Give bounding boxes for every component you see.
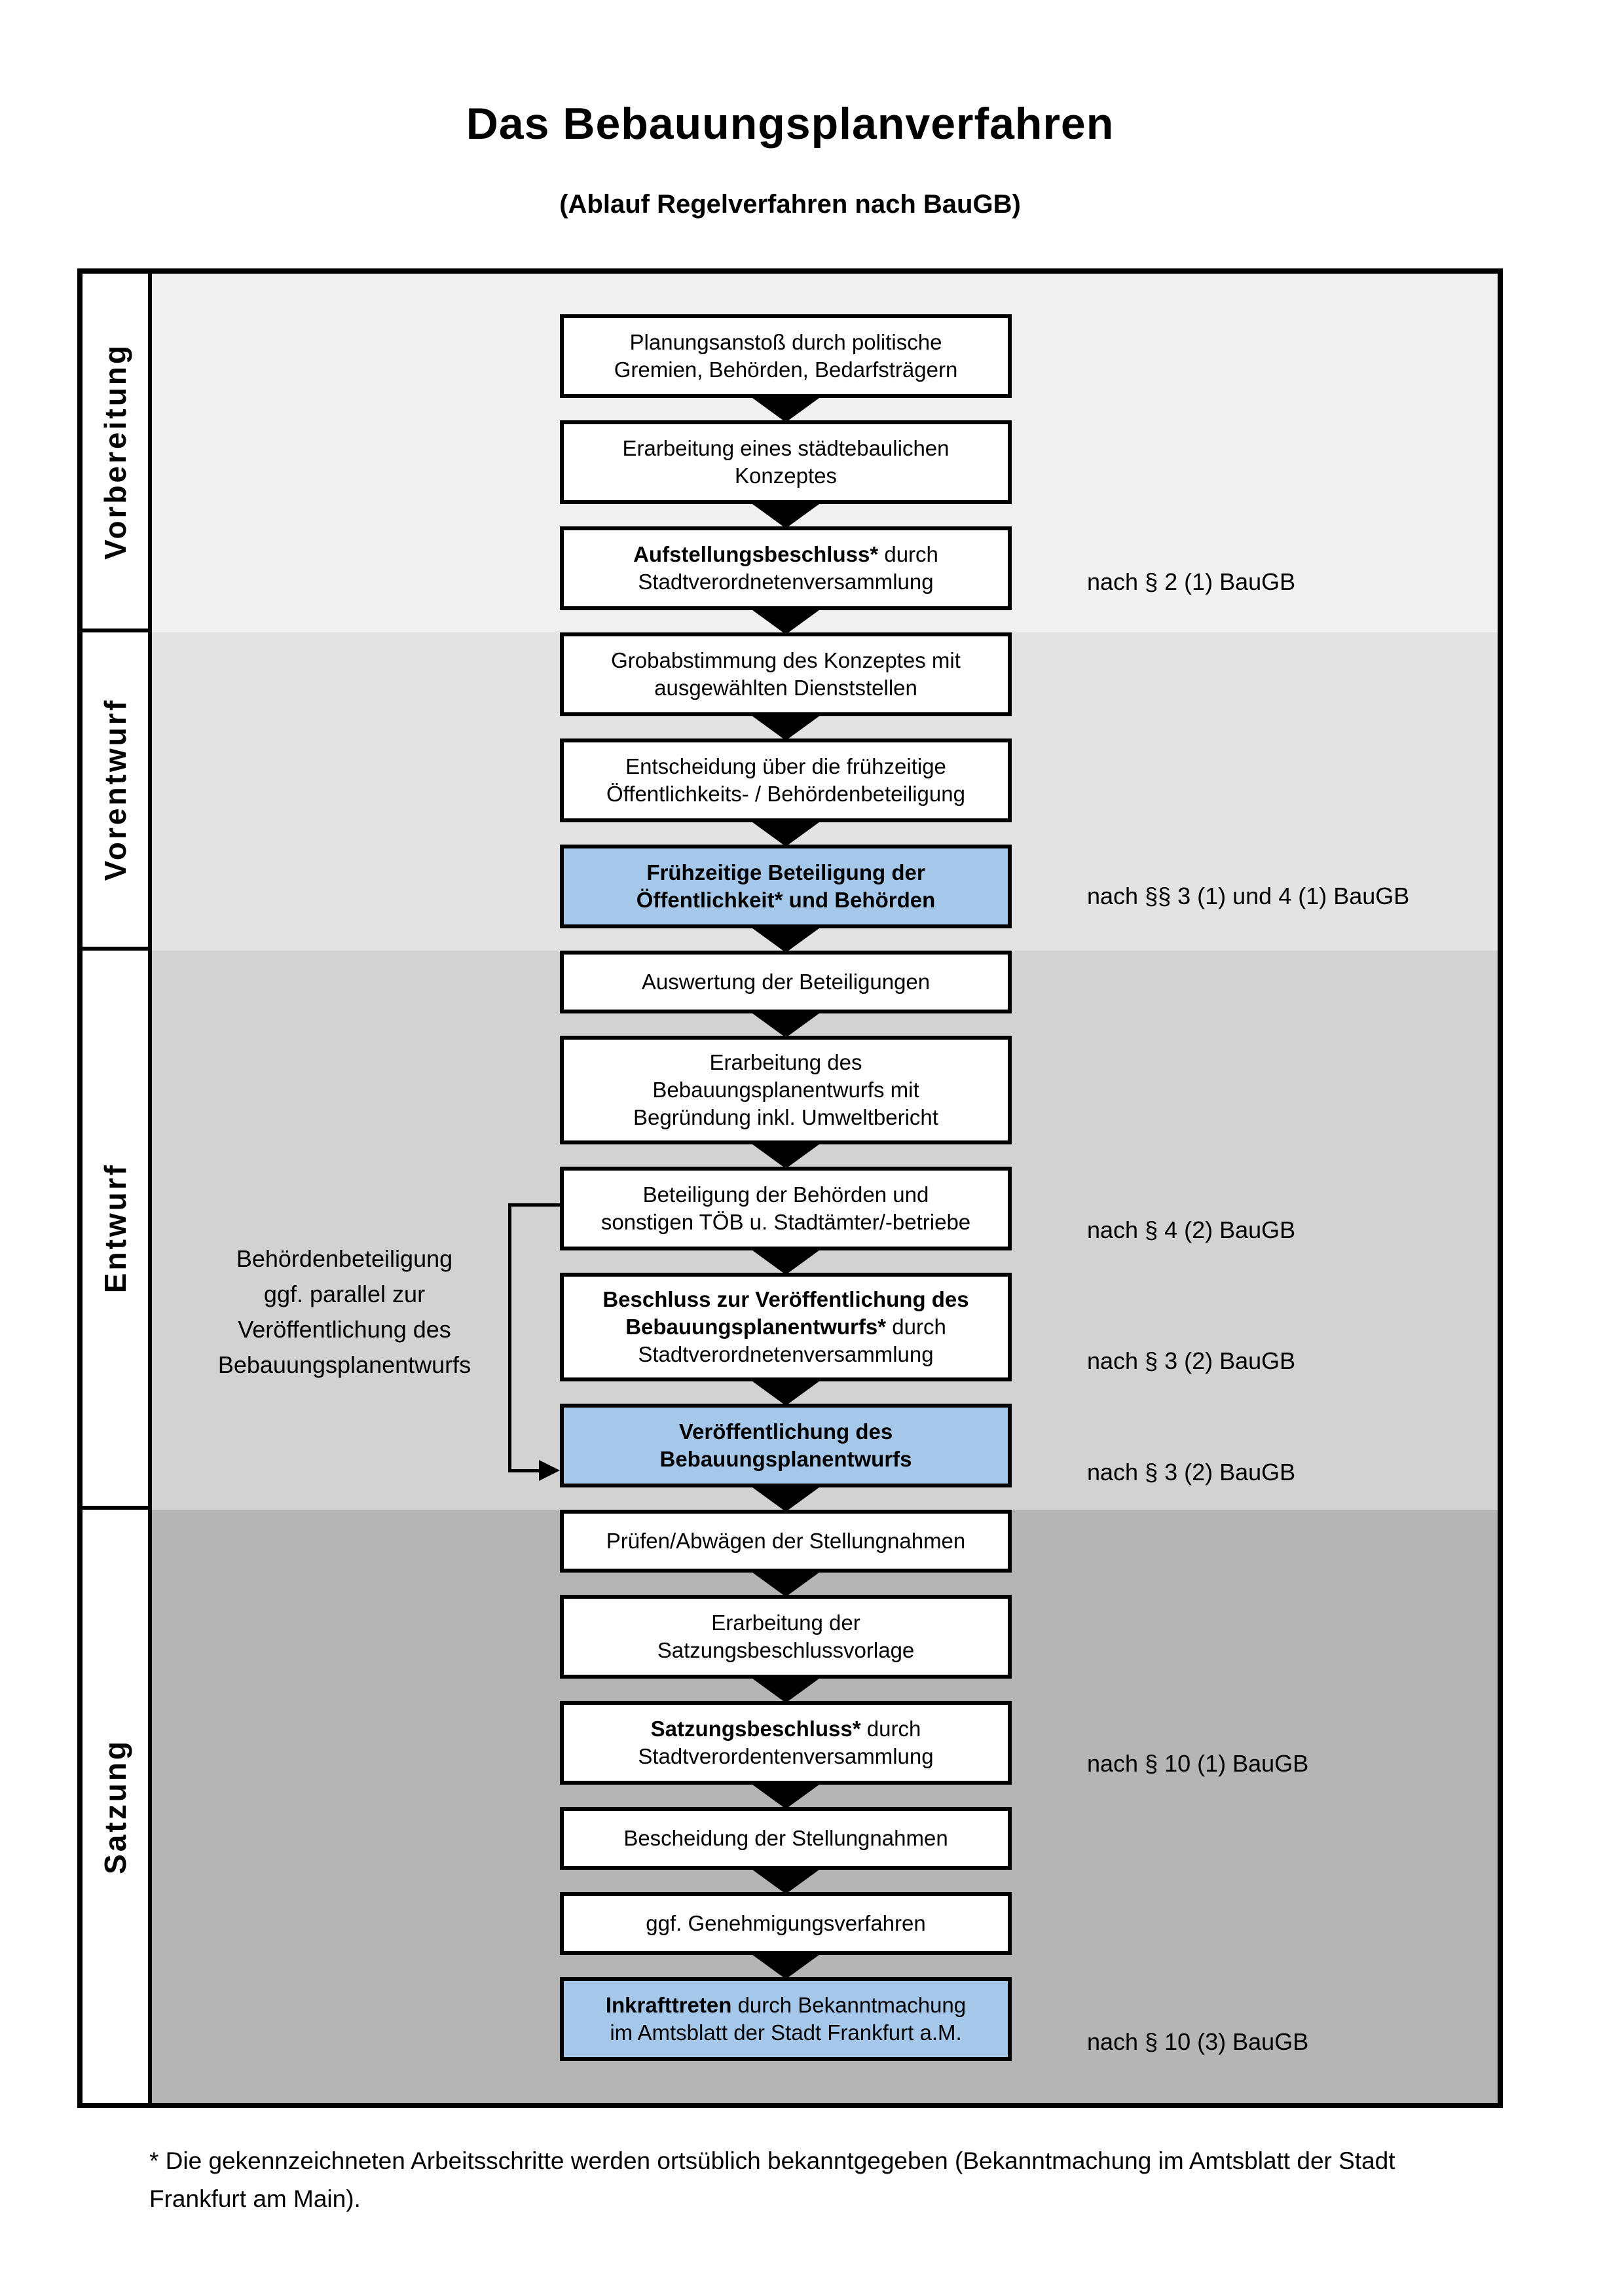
flow-down-arrow-icon <box>750 1571 822 1597</box>
side-note-line: Bebauungsplanentwurfs <box>217 1351 471 1378</box>
flow-box-line: Prüfen/Abwägen der Stellungnahmen <box>606 1529 966 1553</box>
flow-box-line: Erarbeitung des <box>709 1050 862 1074</box>
legal-ref-1: nach § 2 (1) BauGB <box>1087 568 1296 595</box>
flow-box: Prüfen/Abwägen der Stellungnahmen <box>560 1510 1012 1573</box>
flow-down-arrow-icon <box>750 1953 822 1979</box>
flow-box-line: Beteiligung der Behörden und <box>642 1182 929 1207</box>
flow-box-line: Stadtverordentenversammlung <box>638 1744 934 1768</box>
phase-cell-satzung: Satzung <box>83 1510 152 2103</box>
flow-box-line: Frühzeitige Beteiligung der <box>646 860 925 884</box>
flow-down-arrow-icon <box>750 1011 822 1038</box>
side-note-line: Behördenbeteiligung <box>236 1245 453 1272</box>
flow-box: Beteiligung der Behörden und sonstigen TÖ… <box>560 1167 1012 1250</box>
flow-box-line: Erarbeitung eines städtebaulichen <box>622 436 950 460</box>
flow-box-line: Aufstellungsbeschluss* durch <box>633 542 938 566</box>
legal-ref-3: nach § 4 (2) BauGB <box>1087 1216 1296 1243</box>
side-note-line: Veröffentlichung des <box>238 1316 451 1343</box>
flow-down-arrow-icon <box>750 1379 822 1406</box>
flow-down-arrow-icon <box>750 1142 822 1169</box>
phase-label-vorentwurf: Vorentwurf <box>98 698 132 881</box>
flow-down-arrow-icon <box>750 502 822 528</box>
flow-box-line: im Amtsblatt der Stadt Frankfurt a.M. <box>610 2020 962 2045</box>
flow-box-line: Begründung inkl. Umweltbericht <box>633 1105 938 1129</box>
flow-box: Auswertung der Beteiligungen <box>560 951 1012 1013</box>
flow-box-line: Gremien, Behörden, Bedarfsträgern <box>614 357 958 382</box>
flow-box-line: Öffentlichkeits- / Behördenbeteiligung <box>606 782 965 806</box>
flow-box-line: Satzungsbeschlussvorlage <box>657 1638 915 1662</box>
process-table-inner: Vorbereitung Vorentwurf Entwurf Satzung … <box>83 274 1498 2103</box>
flow-box-line: Satzungsbeschluss* durch <box>650 1717 921 1741</box>
flow-down-arrow-icon <box>750 1868 822 1894</box>
flow-box: Grobabstimmung des Konzeptes mit ausgewäh… <box>560 632 1012 716</box>
page-title: Das Bebauungsplanverfahren <box>466 99 1115 149</box>
phase-label-satzung: Satzung <box>98 1738 132 1874</box>
flow-box-line: Stadtverordnetenversammlung <box>638 1342 934 1366</box>
header: Das Bebauungsplanverfahren (Ablauf Regel… <box>77 98 1503 219</box>
legal-ref-4: nach § 3 (2) BauGB <box>1087 1347 1296 1374</box>
flow-down-arrow-icon <box>750 714 822 740</box>
flow-down-arrow-icon <box>750 1485 822 1512</box>
flow-down-arrow-icon <box>750 1783 822 1809</box>
flow-box-line: Grobabstimmung des Konzeptes mit <box>611 648 961 672</box>
flow-down-arrow-icon <box>750 608 822 634</box>
bracket-connector-top <box>508 1203 560 1207</box>
flow-box-line: Bebauungsplanentwurfs mit <box>652 1078 919 1102</box>
flow-box-line: Bescheidung der Stellungnahmen <box>623 1826 948 1850</box>
flow-down-arrow-icon <box>750 1677 822 1703</box>
flow-box-line: Stadtverordnetenversammlung <box>638 570 934 594</box>
flow-box: Bescheidung der Stellungnahmen <box>560 1807 1012 1870</box>
process-table: Vorbereitung Vorentwurf Entwurf Satzung … <box>77 268 1503 2108</box>
flow-box-line: Konzeptes <box>735 464 837 488</box>
phase-cell-entwurf: Entwurf <box>83 951 152 1510</box>
flow-box-line: Auswertung der Beteiligungen <box>641 970 931 994</box>
phase-label-entwurf: Entwurf <box>98 1163 132 1294</box>
footnote-line-1: * Die gekennzeichneten Arbeitsschritte w… <box>149 2147 1395 2174</box>
flow-box-line: Bebauungsplanentwurfs* durch <box>625 1315 946 1339</box>
flow-box-line: Entscheidung über die frühzeitige <box>625 754 946 778</box>
flow-box-line: ausgewählten Dienststellen <box>654 676 917 700</box>
legal-ref-5: nach § 3 (2) BauGB <box>1087 1459 1296 1485</box>
flow-box-line: Beschluss zur Veröffentlichung des <box>602 1287 969 1311</box>
flow-down-arrow-icon <box>750 926 822 953</box>
flow-box-line: Erarbeitung der <box>711 1611 860 1635</box>
legal-ref-2: nach §§ 3 (1) und 4 (1) BauGB <box>1087 883 1410 909</box>
phase-label-vorbereitung: Vorbereitung <box>98 342 132 560</box>
side-note: Behördenbeteiligung ggf. parallel zur Ve… <box>181 1241 508 1383</box>
bracket-connector-bottom <box>508 1469 541 1472</box>
flow-down-arrow-icon <box>750 820 822 847</box>
flow-box-line: ggf. Genehmigungsverfahren <box>646 1911 926 1935</box>
bracket-arrowhead-icon <box>539 1460 560 1481</box>
legal-ref-6: nach § 10 (1) BauGB <box>1087 1750 1309 1777</box>
flow-down-arrow-icon <box>750 1248 822 1275</box>
flow-down-arrow-icon <box>750 396 822 422</box>
flow-box-highlighted: Inkrafttreten durch Bekanntmachung im Amt… <box>560 1977 1012 2061</box>
phase-cell-vorentwurf: Vorentwurf <box>83 632 152 951</box>
flow-box: ggf. Genehmigungsverfahren <box>560 1892 1012 1955</box>
legal-ref-7: nach § 10 (3) BauGB <box>1087 2028 1309 2055</box>
side-note-line: ggf. parallel zur <box>263 1281 426 1307</box>
footnote: * Die gekennzeichneten Arbeitsschritte w… <box>149 2142 1524 2218</box>
flow-box-line: Bebauungsplanentwurfs <box>659 1447 912 1471</box>
footnote-line-2: Frankfurt am Main). <box>149 2185 361 2212</box>
phase-cell-vorbereitung: Vorbereitung <box>83 274 152 632</box>
flow-box-line: Öffentlichkeit* und Behörden <box>636 888 936 912</box>
flow-box-line: Planungsanstoß durch politische <box>629 330 942 354</box>
flow-box-line: sonstigen TÖB u. Stadtämter/-betriebe <box>600 1210 971 1234</box>
page-subtitle: (Ablauf Regelverfahren nach BauGB) <box>559 190 1021 219</box>
bracket-connector-vertical <box>508 1203 511 1472</box>
flow-box-line: Veröffentlichung des <box>678 1419 893 1444</box>
flow-box-line: Inkrafttreten durch Bekanntmachung <box>605 1993 967 2017</box>
